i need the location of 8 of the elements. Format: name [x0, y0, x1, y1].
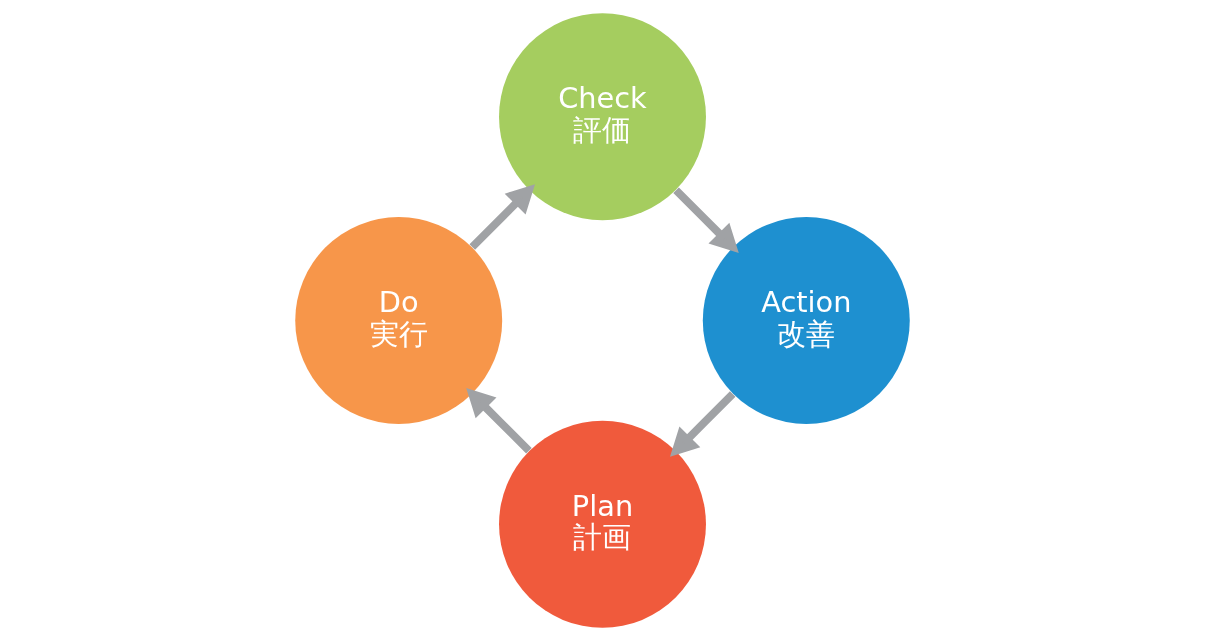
arrow [673, 187, 739, 253]
node-circle: Do 実行 [295, 217, 503, 424]
arrow [670, 391, 736, 457]
arrow [466, 388, 532, 454]
node-circle: Plan 計画 [499, 420, 706, 628]
node-circle: Check 評価 [499, 13, 706, 221]
node-circle: Action 改善 [702, 217, 910, 424]
arrow [469, 184, 535, 250]
